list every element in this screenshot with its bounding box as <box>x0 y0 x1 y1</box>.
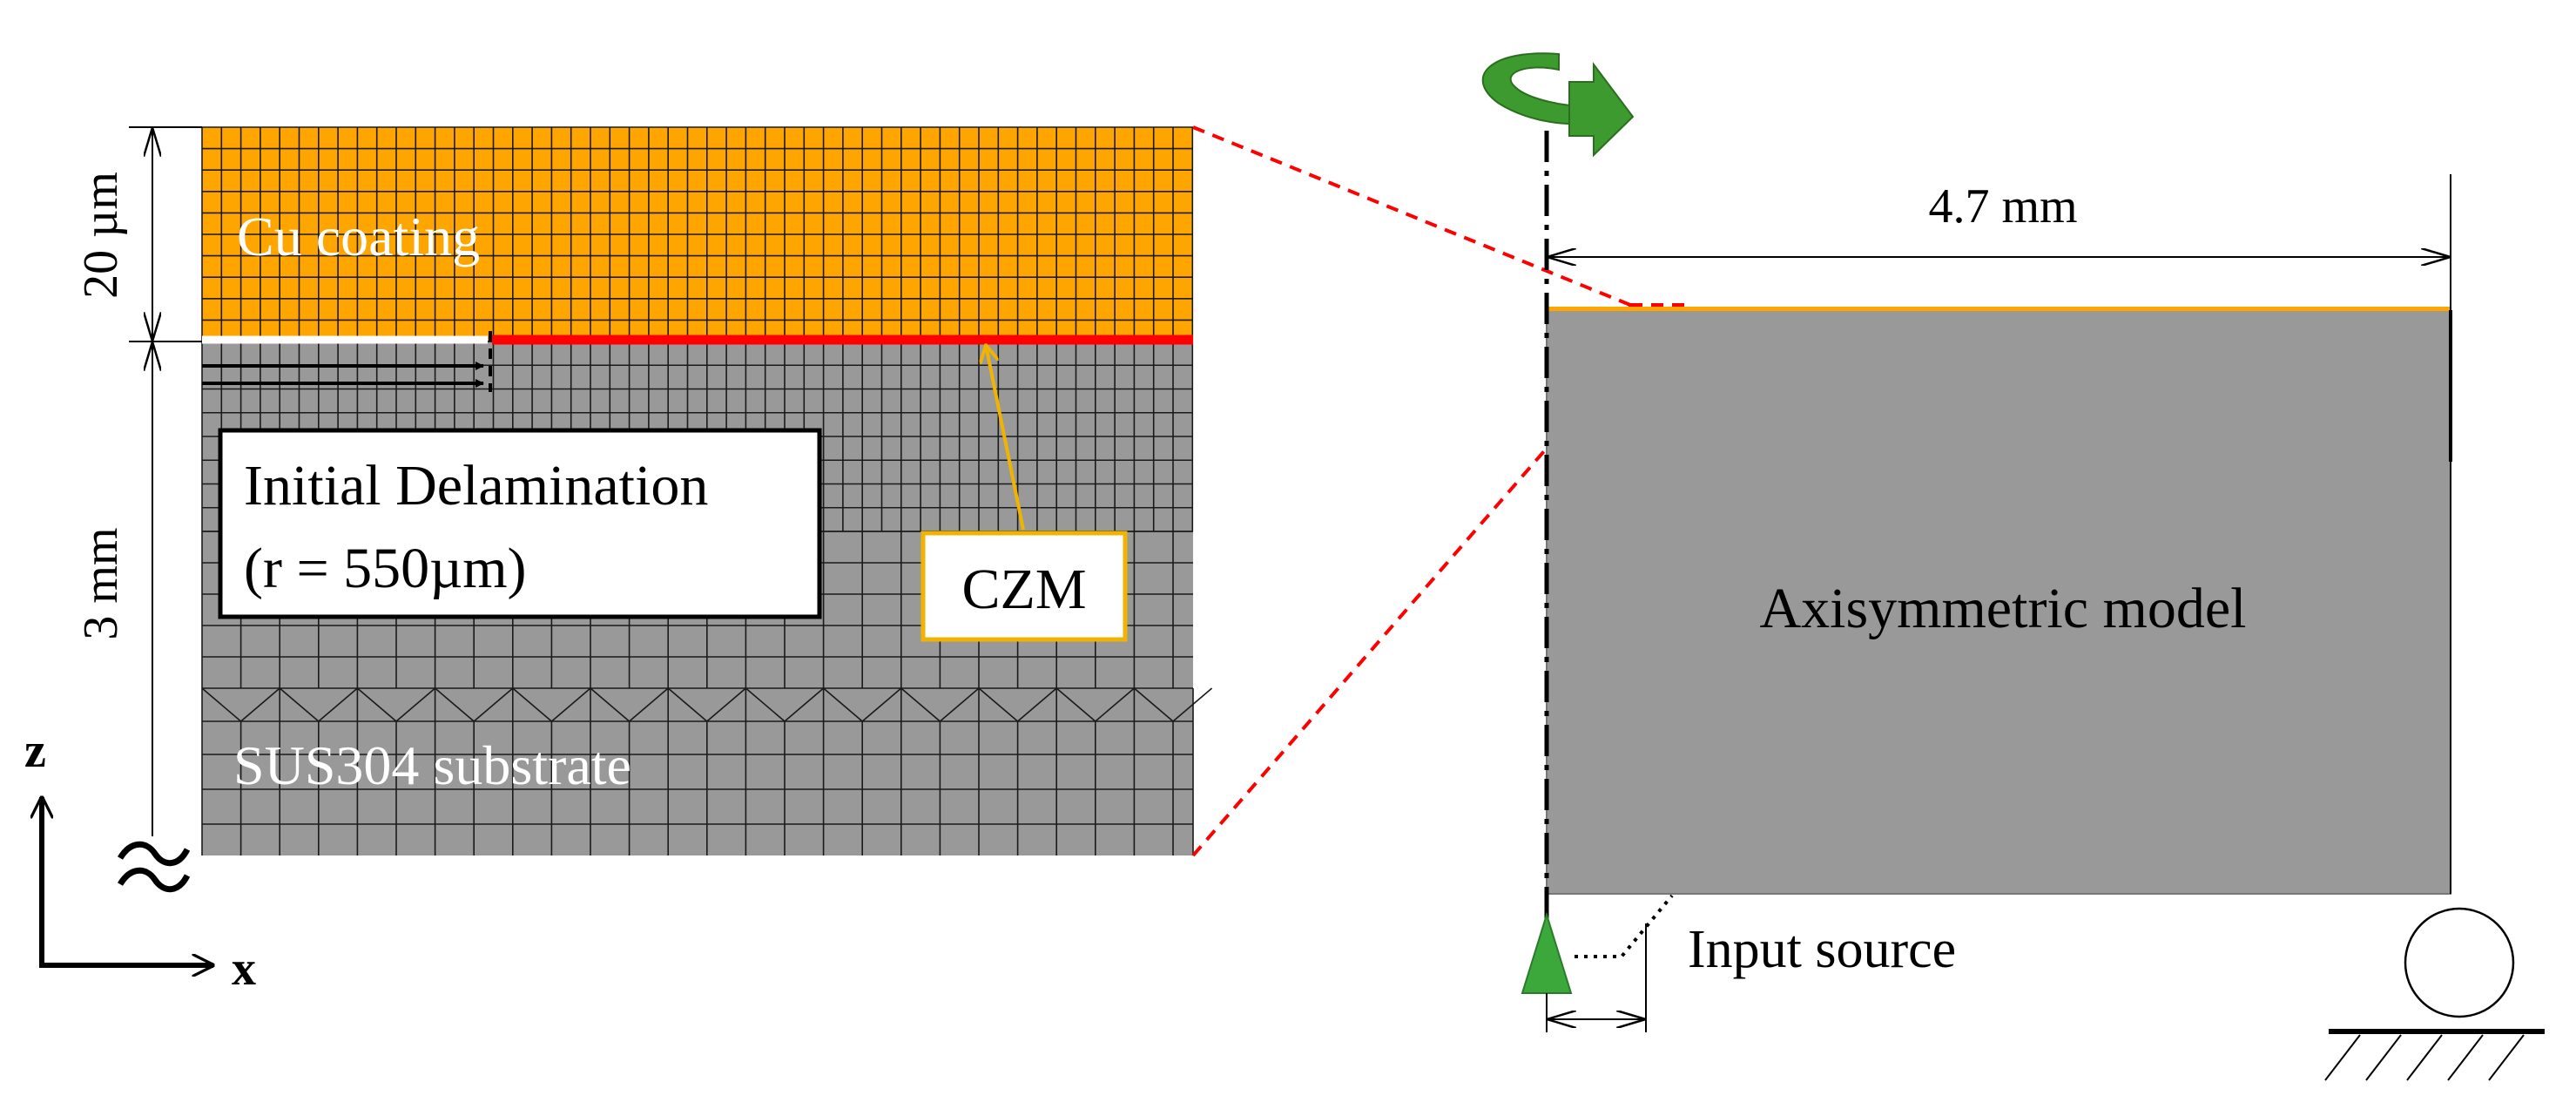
mesh-line <box>356 687 397 722</box>
mesh-line <box>512 687 552 722</box>
mesh-line <box>1055 687 1096 722</box>
mesh-detail-panel: Cu coating SUS304 substrate Initial Dela… <box>24 126 1213 996</box>
model-coating-layer <box>1547 307 2451 311</box>
input-source-label: Input source <box>1688 920 1956 979</box>
roller-support-icon <box>2324 907 2545 1081</box>
mesh-grid <box>201 126 1213 855</box>
mesh-line <box>784 687 825 722</box>
initial-delamination-line2: (r = 550µm) <box>244 537 527 600</box>
mesh-line <box>240 687 280 722</box>
ground-hatch-icon <box>2324 1034 2525 1081</box>
mesh-line <box>706 687 746 722</box>
mesh-line <box>395 687 436 722</box>
input-source-leader <box>1575 894 1674 958</box>
break-symbol-icon <box>117 841 191 893</box>
coordinate-axes-icon: z x <box>24 724 256 996</box>
mesh-line <box>823 687 863 722</box>
mesh-line <box>550 687 591 722</box>
coating-thickness-label: 20 µm <box>74 172 128 299</box>
axis-x-label: x <box>232 942 256 996</box>
width-dimension-label: 4.7 mm <box>1928 179 2077 233</box>
mesh-line <box>473 687 514 722</box>
axis-z-label: z <box>24 724 46 778</box>
substrate-thickness-label: 3 mm <box>74 527 128 639</box>
mesh-line <box>1095 687 1135 722</box>
model-body <box>1546 309 2451 895</box>
substrate-label: SUS304 substrate <box>233 734 631 796</box>
mesh-line <box>435 687 475 722</box>
pin-support-icon <box>1521 911 1573 994</box>
mesh-line <box>1133 687 1174 722</box>
mesh-line <box>667 687 708 722</box>
mesh-line <box>861 687 902 722</box>
mesh-line <box>629 687 669 722</box>
model-label: Axisymmetric model <box>1759 577 2246 640</box>
initial-delamination-line1: Initial Delamination <box>244 454 708 517</box>
mesh-line <box>939 687 980 722</box>
rotation-arrow-icon <box>1481 52 1635 158</box>
mesh-line <box>978 687 1019 722</box>
initial-delamination-box <box>218 428 822 619</box>
mesh-line <box>745 687 786 722</box>
mesh-line <box>279 687 320 722</box>
mesh-line <box>900 687 941 722</box>
mesh-line <box>590 687 631 722</box>
axisymmetric-model-panel: 4.7 mm Axisymmetric model Input source <box>1481 52 2545 1081</box>
mesh-line <box>318 687 358 722</box>
czm-label: CZM <box>961 558 1086 621</box>
czm-label-box <box>920 531 1128 642</box>
mesh-line <box>201 687 242 722</box>
mesh-line <box>1017 687 1057 722</box>
cu-coating-label: Cu coating <box>237 206 480 267</box>
czm-pointer-arrow <box>986 345 1025 531</box>
